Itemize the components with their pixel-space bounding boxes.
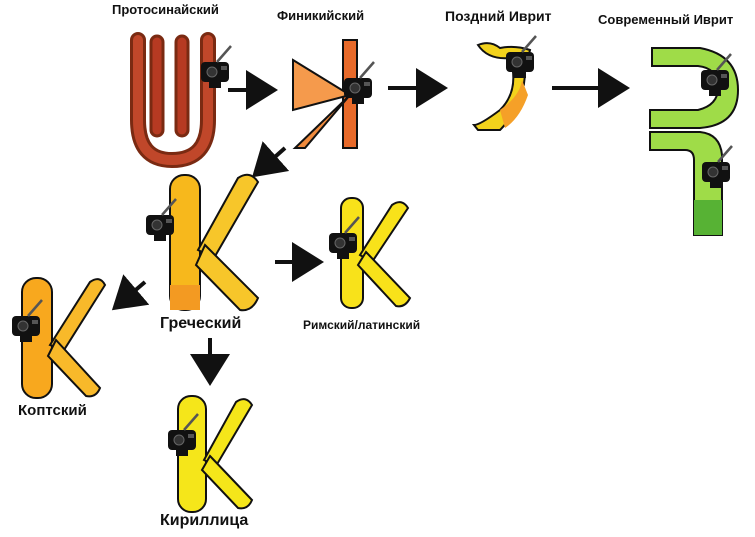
phoenician-glyph bbox=[292, 39, 376, 149]
roman-latin-label: Римский/латинский bbox=[303, 318, 421, 332]
modern-hebrew-label: Современный Иврит bbox=[598, 12, 734, 27]
protosinaitic-glyph bbox=[130, 32, 233, 169]
late-hebrew-glyph bbox=[471, 34, 538, 131]
modern-hebrew-glyph bbox=[649, 47, 740, 236]
greek-label: Греческий bbox=[160, 315, 242, 332]
greek-glyph bbox=[144, 173, 260, 312]
coptic-label: Коптский bbox=[18, 402, 87, 419]
arrow-icon bbox=[252, 141, 290, 178]
cyrillic-label: Кириллица bbox=[160, 512, 249, 529]
camera-icon bbox=[144, 197, 178, 243]
roman-latin-glyph bbox=[327, 197, 412, 309]
late-hebrew-label: Поздний Иврит bbox=[445, 8, 552, 24]
cyrillic-glyph bbox=[166, 395, 254, 513]
arrow-icon bbox=[111, 274, 150, 311]
protosinaitic-label: Протосинайский bbox=[112, 2, 219, 17]
phoenician-label: Финикийский bbox=[277, 8, 365, 23]
camera-icon bbox=[504, 34, 538, 80]
coptic-glyph bbox=[10, 277, 107, 399]
